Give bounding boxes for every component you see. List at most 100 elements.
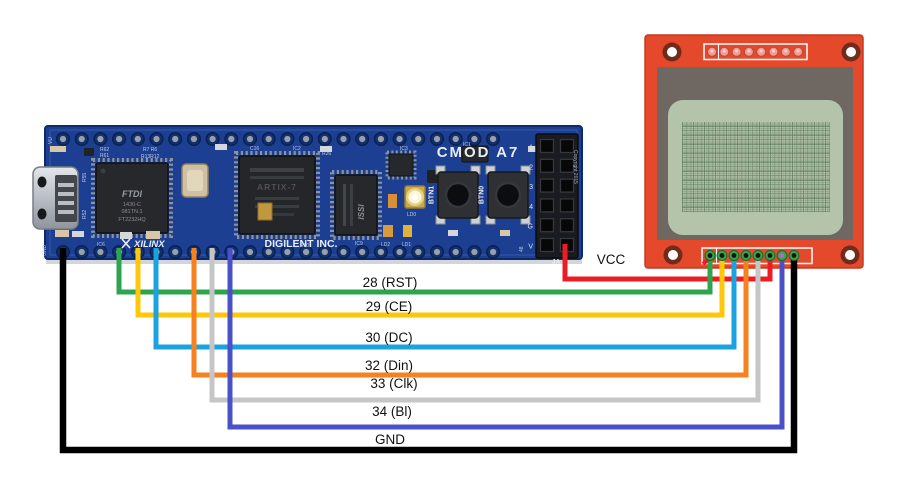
ja-pin-hole — [559, 178, 575, 193]
label-clk: 33 (Clk) — [370, 376, 417, 391]
cmod-pin-hole — [359, 248, 366, 256]
label-vcc: VCC — [597, 252, 626, 267]
ja-holes — [539, 138, 575, 253]
cmod-pin-hole — [116, 135, 123, 143]
silkscreen-label: IC2 — [293, 146, 301, 152]
lcd-bottom-pad-hole — [743, 253, 749, 258]
cmod-pin-hole — [340, 135, 347, 143]
cmod-pin-hole — [490, 248, 497, 256]
silkscreen-label: 48 — [519, 246, 525, 252]
label-din: 32 (Din) — [365, 358, 413, 373]
wire-vcc — [562, 244, 773, 282]
xilinx-logo-icon — [121, 238, 131, 249]
silkscreen-label: R13R12 — [141, 154, 160, 160]
led-ld2 — [383, 225, 393, 237]
ja-pin-hole — [539, 237, 555, 253]
ja-pin-label: 4 — [529, 204, 533, 211]
silkscreen-label: LD2 — [381, 242, 390, 248]
cmod-pin-hole — [78, 248, 85, 256]
lcd-bottom-pad-hole — [719, 253, 725, 258]
ja-copyright: Copyright 2015 — [572, 150, 578, 184]
lcd-bottom-pad-hole — [767, 253, 773, 258]
lcd-bottom-pads — [704, 250, 800, 261]
cmod-title: CMOD A7 — [437, 144, 520, 161]
ftdi-line-2: 081TN.1 — [121, 209, 142, 215]
btn1-label: BTN1 — [429, 186, 436, 204]
cmod-pin-hole — [97, 135, 104, 143]
cmod-shadow — [46, 258, 582, 264]
silkscreen-label: R55 — [82, 173, 88, 182]
label-rst: 28 (RST) — [363, 275, 418, 290]
wire-clk — [209, 248, 761, 403]
cmod-pin-hole — [471, 248, 478, 256]
lcd-top-pad-hole — [759, 49, 763, 53]
silkscreen-label: IC6 — [97, 242, 105, 248]
ja-pin-hole — [559, 158, 575, 173]
lcd-bottom-pad-hole — [791, 253, 797, 258]
wire-rst — [116, 248, 713, 295]
xilinx-logo: XILINX — [121, 238, 165, 250]
crystal-oscillator — [181, 163, 209, 198]
cmod-pin-hole — [321, 248, 328, 256]
lcd-top-pad-hole — [784, 49, 788, 53]
led-ld1 — [403, 225, 412, 237]
cmod-pin-hole — [340, 248, 347, 256]
wire-dc — [153, 248, 737, 350]
silkscreen-label: R50 — [300, 243, 309, 249]
lcd-top-pad-hole — [735, 49, 739, 53]
ja-pin-label: 2 — [529, 164, 533, 171]
silkscreen-label: VU — [48, 137, 54, 144]
cmod-pin-hole — [97, 248, 104, 256]
ja-pin-hole — [539, 198, 555, 213]
silkscreen-label: GND — [42, 245, 48, 257]
ftdi-logo-text: FTDI — [122, 189, 142, 199]
cmod-pin-hole — [471, 135, 478, 143]
cmod-pin-row-top — [55, 131, 501, 147]
ja-pin-hole — [559, 138, 575, 154]
micro-usb-connector — [32, 166, 79, 230]
ja-pin-hole — [539, 138, 555, 154]
cmod-pin-hole — [303, 248, 310, 256]
ftdi-line-3: FT2232HQ — [118, 217, 146, 223]
led-amber — [388, 194, 397, 208]
cmod-pin-hole — [78, 135, 85, 143]
lcd-bottom-pads-overlay — [701, 250, 800, 266]
cmod-pin-hole — [303, 135, 310, 143]
cmod-vendor: DIGILENT INC. — [265, 238, 338, 250]
wire-din — [191, 248, 749, 378]
cmod-pin-hole — [265, 248, 272, 256]
lcd-top-pad-hole — [771, 49, 776, 53]
fpga-pins — [234, 151, 320, 239]
cmod-pin-hole — [265, 135, 272, 143]
lcd-bottom-pad-hole — [755, 253, 761, 258]
silkscreen-label: R62 — [100, 147, 109, 153]
button-btn0: BTN0 — [479, 165, 531, 225]
lcd-top-pad-hole — [747, 49, 751, 53]
cmod-a7-board: FTDI 1430-C 081TN.1 FT2232HQ ARTIX-7 — [32, 125, 583, 266]
cmod-pin-hole — [321, 135, 328, 143]
silkscreen-label: LD0 — [407, 212, 416, 218]
silkscreen-label: LD1 — [402, 242, 411, 248]
ftdi-chip: FTDI 1430-C 081TN.1 FT2232HQ — [91, 158, 173, 238]
cmod-pin-hole — [134, 135, 141, 143]
memory-label: ISSI — [357, 204, 366, 220]
silkscreen-label: R61 — [100, 153, 109, 159]
ja-pin-hole — [559, 198, 575, 213]
btn0-label: BTN0 — [479, 186, 486, 204]
silkscreen-label: IC3 — [400, 146, 408, 152]
cmod-pin-hole — [452, 248, 459, 256]
cmod-pin-hole — [415, 135, 422, 143]
label-dc: 30 (DC) — [365, 330, 412, 345]
cmod-pin-hole — [452, 135, 459, 143]
ja-pin-hole — [559, 218, 575, 233]
button-btn1: BTN1 — [429, 165, 481, 225]
lcd-top-pad-hole — [710, 49, 714, 53]
cmod-pin-hole — [284, 135, 291, 143]
ja-pin-hole — [539, 218, 555, 233]
lcd-top-header — [703, 43, 808, 61]
cmod-pin-hole — [246, 248, 254, 256]
cmod-pin-hole — [377, 135, 384, 143]
xilinx-brand: XILINX — [133, 239, 165, 250]
